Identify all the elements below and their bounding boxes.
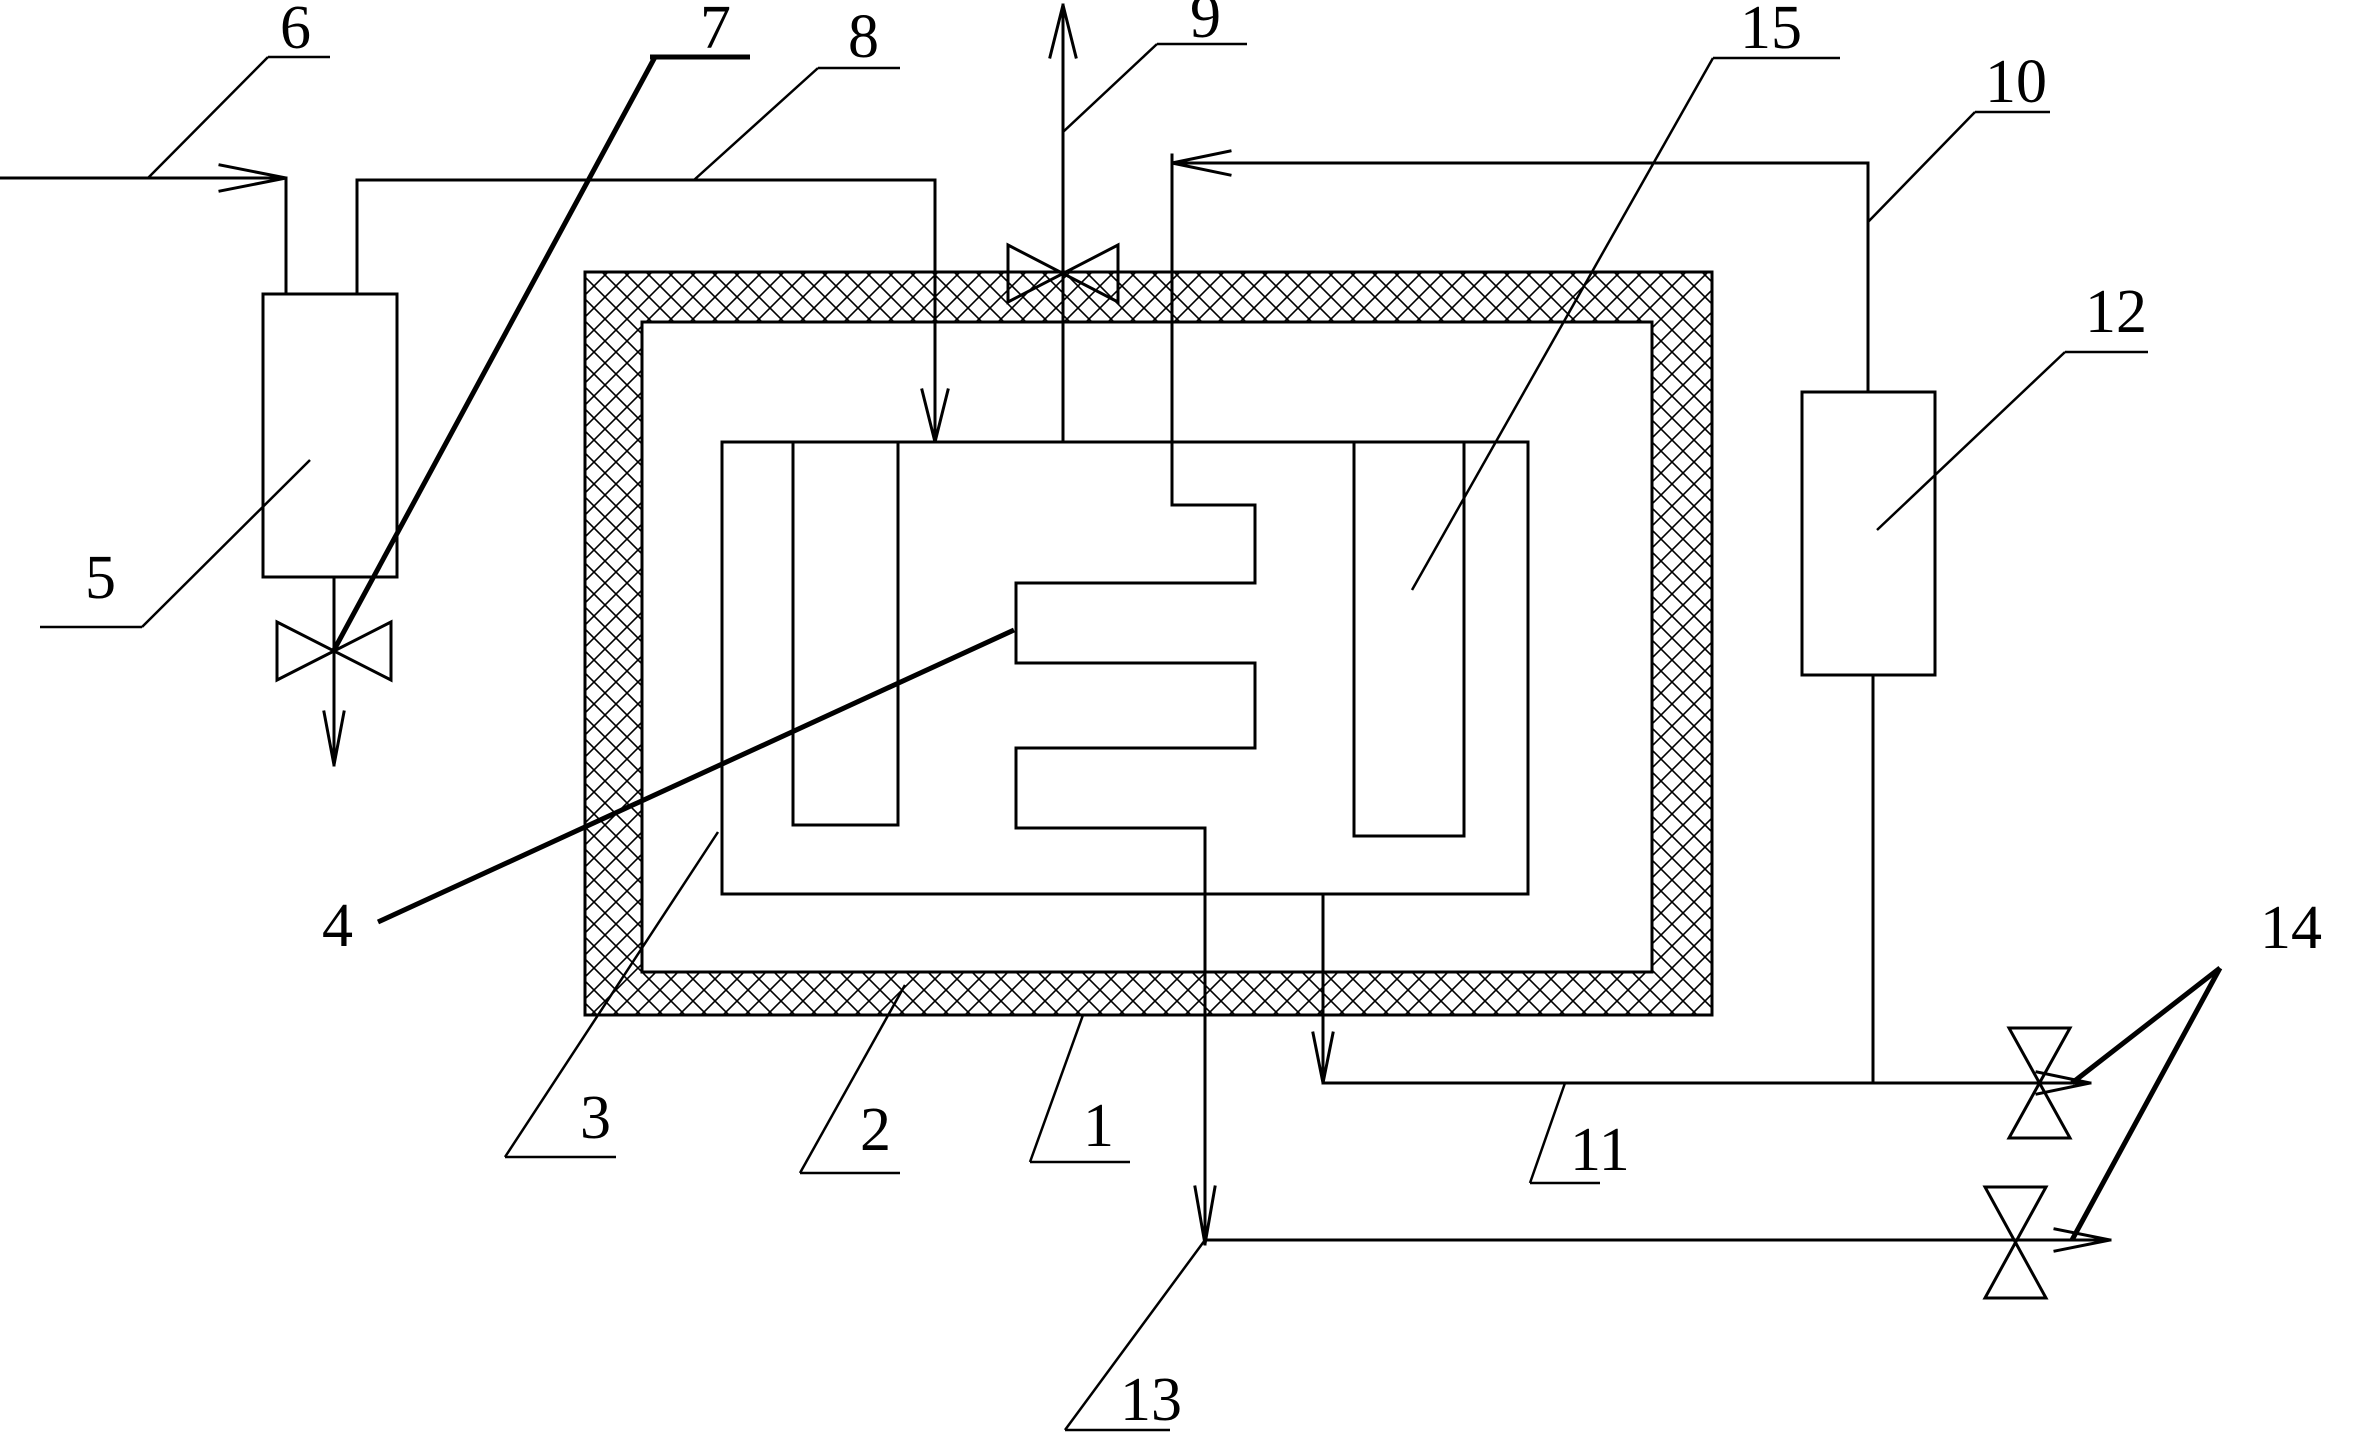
callout-11: 11 (1570, 1116, 1630, 1184)
callout-10: 10 (1985, 48, 2047, 116)
drain-valve-7 (275, 619, 393, 683)
transfer-arrowhead (920, 388, 950, 443)
callout-9: 9 (1190, 0, 1221, 51)
inner-chamber (720, 440, 1530, 896)
callout-12: 12 (2085, 278, 2147, 346)
vent-valve (1006, 242, 1120, 305)
callout-4: 4 (322, 892, 353, 960)
return-pipe-10 (1170, 161, 1870, 394)
callout-7: 7 (700, 0, 731, 62)
callout-15: 15 (1740, 0, 1802, 62)
vessel-5 (261, 292, 399, 579)
leader-lines (40, 42, 2223, 1432)
callout-labels: 1 2 3 4 5 6 7 8 9 10 11 12 13 14 15 (85, 0, 2322, 1432)
callout-13: 13 (1120, 1366, 1182, 1432)
callout-6: 6 (280, 0, 311, 62)
inlet-arrowhead (218, 163, 287, 193)
callout-3: 3 (580, 1084, 611, 1152)
callout-1: 1 (1083, 1092, 1114, 1160)
callout-5: 5 (85, 544, 116, 612)
valve-14-upper (2006, 1026, 2073, 1140)
transfer-pipe-8 (355, 178, 937, 444)
callout-2: 2 (860, 1096, 891, 1164)
vent-arrowhead (1048, 4, 1078, 59)
callout-14: 14 (2260, 894, 2322, 962)
return-arrowhead (1171, 149, 1232, 177)
outer-shell (583, 270, 1714, 1017)
coil-outlet-arrowhead (1193, 1185, 1217, 1245)
heating-element-left (791, 440, 900, 827)
insulation-layer (585, 272, 1712, 1015)
drain-arrowhead (322, 710, 346, 766)
callout-8: 8 (848, 3, 879, 71)
serpentine-coil (1014, 153, 1257, 1246)
valve-14-lower (1982, 1185, 2049, 1300)
unit-12 (1800, 390, 1937, 677)
outlet-11-arrowhead (2035, 1070, 2091, 1096)
heating-element-right (1352, 440, 1466, 838)
inlet-pipe-6 (0, 176, 288, 296)
